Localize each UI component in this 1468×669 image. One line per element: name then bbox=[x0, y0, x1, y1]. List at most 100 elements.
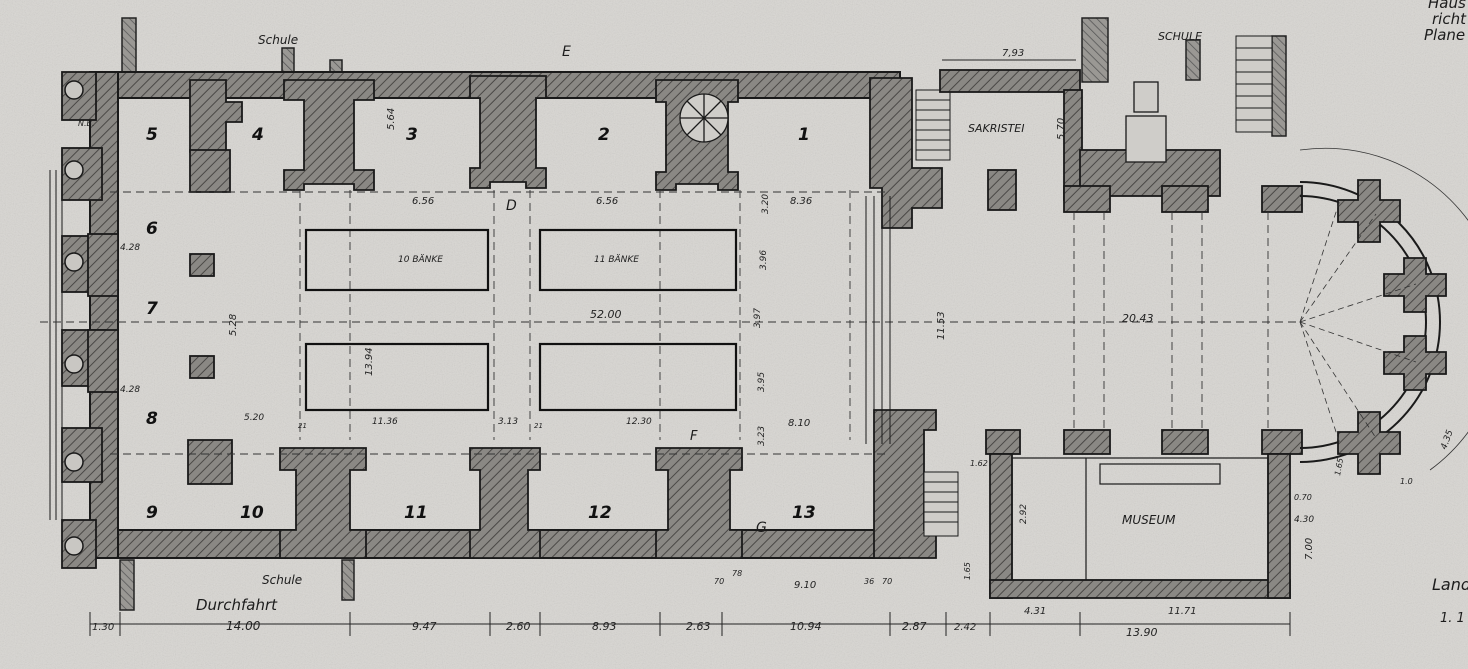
bay-numbers: 1 2 3 4 5 6 7 8 9 10 11 12 13 bbox=[146, 125, 816, 523]
dim-nave-396: 3.96 bbox=[759, 250, 769, 270]
nave-piers-bottom bbox=[279, 409, 937, 559]
dim-low-313: 3.13 bbox=[498, 417, 518, 427]
bay-number-12: 12 bbox=[588, 503, 612, 523]
dim-top-793: 7,93 bbox=[1002, 48, 1024, 59]
stair-top-right bbox=[1235, 35, 1273, 133]
dim-nave-395: 3.95 bbox=[757, 372, 767, 392]
west-facade-towers bbox=[64, 80, 84, 556]
bay-number-11: 11 bbox=[404, 503, 428, 523]
stair-north bbox=[915, 89, 951, 161]
west-facade-lines bbox=[49, 170, 63, 520]
dim-low-1230: 12.30 bbox=[626, 417, 652, 427]
dim-bot-1171: 11.71 bbox=[1168, 606, 1197, 617]
choir-walls bbox=[985, 185, 1303, 455]
sacristy-altar bbox=[1125, 81, 1167, 163]
dim-nave-656-a: 6.56 bbox=[412, 196, 434, 207]
dim-bot-260: 2.60 bbox=[506, 620, 531, 633]
nave-piers-mid bbox=[87, 149, 233, 485]
bay-number-7: 7 bbox=[146, 299, 158, 319]
dim-nave-528: 5.28 bbox=[228, 314, 239, 336]
dim-mus-430: 4.30 bbox=[1294, 515, 1314, 525]
dim-low-21a: 21 bbox=[298, 422, 307, 430]
label-sakristei: SAKRISTEI bbox=[968, 122, 1025, 135]
pew-blocks bbox=[304, 228, 738, 412]
label-corner-bottom-2: 1. 1 bbox=[1440, 611, 1465, 626]
dim-mus-292: 2.92 bbox=[1019, 504, 1029, 524]
pew-block-bottom-left bbox=[304, 342, 490, 412]
dim-nave-428-b: 4.28 bbox=[120, 385, 140, 395]
dim-bot-70a: 70 bbox=[714, 577, 724, 586]
choir-steps bbox=[865, 196, 891, 444]
bay-number-6: 6 bbox=[146, 219, 158, 239]
dim-mus-165: 1.65 bbox=[963, 562, 972, 580]
dim-mus-162: 1.62 bbox=[970, 459, 988, 468]
dim-bot-431: 4.31 bbox=[1024, 606, 1046, 617]
spiral-stair bbox=[679, 93, 729, 143]
bay-number-8: 8 bbox=[146, 409, 158, 429]
dim-low-323: 3.23 bbox=[757, 426, 767, 446]
dim-sak-570: 5.70 bbox=[1056, 118, 1067, 140]
pew-block-top-left bbox=[304, 228, 490, 292]
bay-number-2: 2 bbox=[598, 125, 610, 145]
dim-bot-287: 2.87 bbox=[902, 620, 927, 633]
pew-block-top-right bbox=[538, 228, 738, 292]
dimension-labels: 7,93 5.64 5.70 6.56 6.56 3.20 8.36 4.28 … bbox=[92, 48, 1456, 639]
label-section-g: G bbox=[756, 520, 767, 536]
dim-bot-78: 78 bbox=[732, 569, 742, 578]
label-section-e: E bbox=[562, 44, 571, 60]
dim-apse-165: 1.65 bbox=[1333, 457, 1345, 476]
apse-buttresses bbox=[1337, 179, 1447, 475]
dim-bot-263: 2.63 bbox=[686, 620, 711, 633]
dim-nave-1394: 13.94 bbox=[364, 347, 375, 376]
dim-bay3-width: 5.64 bbox=[386, 108, 397, 130]
dim-low-1136: 11.36 bbox=[372, 417, 398, 427]
label-schule-top-left: Schule bbox=[258, 33, 298, 47]
dim-nave-836: 8.36 bbox=[790, 196, 812, 207]
label-corner-bottom-1: Land bbox=[1432, 575, 1468, 594]
bay-number-3: 3 bbox=[406, 125, 418, 145]
dim-nave-656-b: 6.56 bbox=[596, 196, 618, 207]
label-corner-top-2: richt bbox=[1432, 10, 1467, 28]
dim-low-520: 5.20 bbox=[244, 413, 264, 423]
dim-mus-700: 7.00 bbox=[1304, 538, 1315, 560]
apse-rays bbox=[1299, 199, 1417, 445]
dim-nave-1153: 11.53 bbox=[936, 311, 947, 340]
dim-bot-1390: 13.90 bbox=[1126, 626, 1158, 639]
construction-lines bbox=[40, 190, 1300, 455]
label-corner-top-3: Plane bbox=[1424, 26, 1465, 44]
label-schule-bottom: Schule bbox=[262, 573, 302, 587]
dim-bot-130: 1.30 bbox=[92, 622, 114, 633]
stair-south bbox=[923, 471, 959, 537]
dim-bot-893: 8.93 bbox=[592, 620, 617, 633]
dim-low-810: 8.10 bbox=[788, 418, 810, 429]
dim-bot-910: 9.10 bbox=[794, 580, 816, 591]
bay-number-4: 4 bbox=[251, 125, 264, 145]
school-walls-right bbox=[1081, 17, 1287, 137]
dim-nave-397: 3.97 bbox=[753, 308, 763, 328]
dim-choir-2043: 20.43 bbox=[1122, 312, 1154, 325]
dim-bot-70b: 70 bbox=[882, 577, 892, 586]
label-corner-top-1: Haus bbox=[1428, 0, 1466, 12]
dim-apse-10: 1.0 bbox=[1400, 477, 1413, 486]
dim-mus-070: 0.70 bbox=[1294, 493, 1312, 502]
bay-number-10: 10 bbox=[240, 503, 264, 523]
label-nb: N.B. bbox=[78, 119, 95, 128]
dim-nave-428-a: 4.28 bbox=[120, 243, 140, 253]
bay-number-5: 5 bbox=[146, 125, 158, 145]
bottom-dimension-line bbox=[89, 612, 1291, 636]
dim-nave-320: 3.20 bbox=[761, 194, 771, 214]
dim-bot-36: 36 bbox=[864, 577, 874, 586]
label-section-d: D bbox=[506, 198, 517, 214]
nave-piers-top bbox=[189, 75, 943, 229]
label-section-f: F bbox=[690, 429, 698, 444]
label-schule-top-right: SCHULE bbox=[1158, 30, 1202, 43]
apse-dimension-arc bbox=[1299, 147, 1468, 471]
label-baenke-left: 10 BÄNKE bbox=[398, 254, 443, 265]
dim-bot-947: 9.47 bbox=[412, 620, 437, 633]
dim-low-21b: 21 bbox=[534, 422, 543, 430]
bay-number-9: 9 bbox=[146, 503, 158, 523]
label-baenke-right: 11 BÄNKE bbox=[594, 254, 639, 265]
dim-bot-242: 2.42 bbox=[954, 622, 976, 633]
museum-inner bbox=[1011, 457, 1269, 581]
